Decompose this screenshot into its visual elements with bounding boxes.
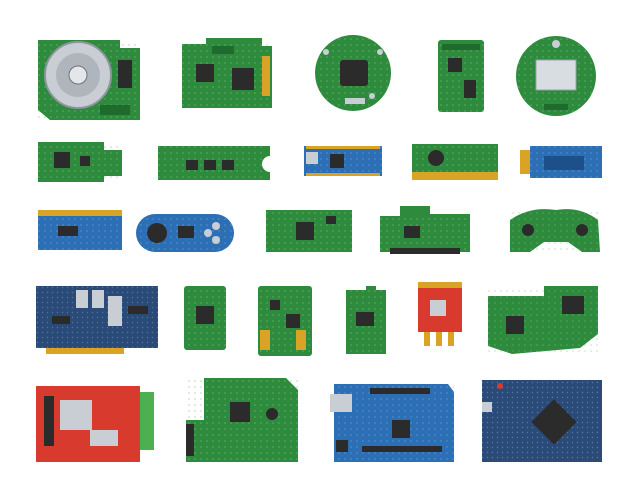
notched-board bbox=[346, 286, 386, 354]
gamepad-board bbox=[136, 214, 234, 252]
arduino-nano-board bbox=[304, 146, 382, 176]
isa-card-board bbox=[36, 286, 158, 354]
hdd-board bbox=[38, 40, 140, 120]
dual-chip-board bbox=[182, 38, 272, 108]
round-camera-board bbox=[315, 35, 391, 111]
memory-stick-board bbox=[158, 146, 270, 180]
wing-board bbox=[488, 286, 598, 354]
cartridge-board bbox=[258, 286, 312, 356]
large-module-board bbox=[186, 378, 298, 462]
arduino-mega-board bbox=[482, 380, 602, 462]
bluetooth-module-board bbox=[520, 146, 602, 178]
arduino-uno-board bbox=[330, 384, 454, 462]
sensor-breakout-board bbox=[418, 282, 462, 346]
edge-connector-board bbox=[412, 144, 498, 180]
connector-board bbox=[380, 206, 470, 254]
controller-shaped-board bbox=[510, 209, 600, 252]
small-rect-board bbox=[266, 210, 352, 252]
tall-module-board bbox=[438, 40, 484, 112]
header-strip-board bbox=[38, 210, 122, 250]
round-sensor-board bbox=[516, 36, 596, 116]
usb-stick-board bbox=[38, 142, 122, 182]
small-chip-board bbox=[184, 286, 226, 350]
driver-board bbox=[36, 386, 154, 462]
